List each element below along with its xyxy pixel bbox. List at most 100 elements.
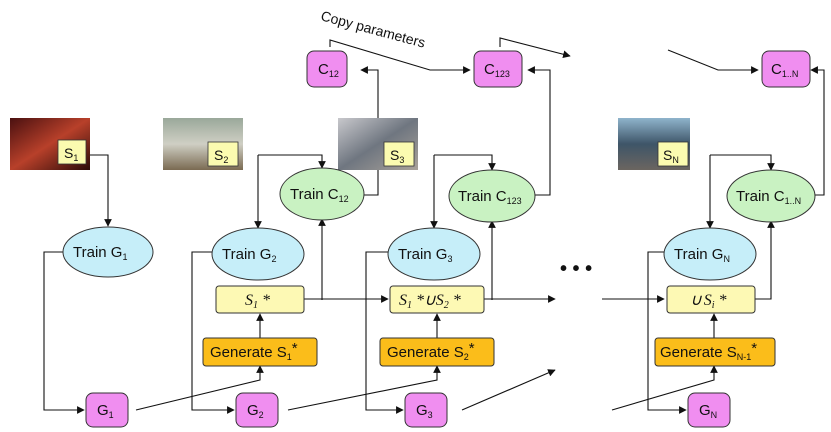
edge-g1-generate1 <box>135 365 264 411</box>
train-g2: Train G2 <box>211 227 305 281</box>
union-n-b-suf: * <box>715 292 727 309</box>
generate-1-sub: 1 <box>287 352 292 362</box>
train-c123-label: Train C <box>458 188 507 205</box>
union-2-op: ∪ <box>424 292 436 309</box>
svg-text:Train C1..N: Train C1..N <box>736 188 801 206</box>
svg-text:Train C12: Train C12 <box>290 186 349 204</box>
copy-parameters-label: Copy parameters <box>319 7 427 50</box>
union-1-a: S <box>245 292 253 309</box>
train-cn: Train C1..N <box>726 169 816 223</box>
svg-text:Train G3: Train G3 <box>398 246 452 264</box>
train-g1-sub: 1 <box>122 252 127 262</box>
train-gn: Train GN <box>663 227 757 281</box>
generate-2-suf: * <box>469 340 475 357</box>
generator-letter-g2: G <box>247 402 259 419</box>
train-gn-sub: N <box>723 254 730 264</box>
svg-text:G1: G1 <box>97 402 114 420</box>
union-1: S1 * <box>215 285 305 314</box>
union-2-a: S <box>399 292 407 309</box>
edge-gn1-generaten1 <box>611 365 718 411</box>
svg-text:GN: GN <box>699 402 717 420</box>
edge-traingn-gn <box>647 251 687 414</box>
train-cn-sub: 1..N <box>785 196 802 206</box>
train-g1-label: Train G <box>73 244 122 261</box>
svg-text:Generate SN-1*: Generate SN-1* <box>660 340 757 362</box>
svg-text:C12: C12 <box>318 61 339 79</box>
scene-sn: SN <box>618 118 690 170</box>
train-c123: Train C123 <box>448 169 536 223</box>
scene-s2: S2 <box>163 118 243 170</box>
generate-2: Generate S2* <box>379 337 495 367</box>
edge-g2-generate2 <box>287 365 441 411</box>
scene-sub-1: 1 <box>73 153 78 163</box>
svg-text:G3: G3 <box>416 402 433 420</box>
generate-2-sub: 2 <box>464 352 469 362</box>
train-g3-label: Train G <box>398 246 447 263</box>
union-2-a-sub: 1 <box>407 300 412 311</box>
edge-traincn-cn <box>810 66 825 196</box>
svg-text:S1 *∪S2 *: S1 *∪S2 * <box>399 292 461 311</box>
svg-text:∪Si *: ∪Si * <box>690 292 727 311</box>
edge-trainc123-c123 <box>527 66 551 196</box>
edge-copy-continue-cn <box>667 49 759 74</box>
generator-sub-g1: 1 <box>109 410 114 420</box>
scene-tag-3 <box>383 141 415 167</box>
generator-sub-gn: N <box>711 410 718 420</box>
scene-sub-n: N <box>672 155 679 165</box>
edge-s3-trainc123 <box>434 154 496 171</box>
generate-1: Generate S1* <box>202 337 318 367</box>
train-gn-label: Train G <box>674 246 723 263</box>
classifier-sub-cn: 1..N <box>782 69 799 79</box>
union-n: ∪Si * <box>666 285 756 314</box>
union-2-b: S <box>436 292 444 309</box>
scene-tag-n <box>657 141 689 167</box>
classifier-sub-c123: 123 <box>495 69 510 79</box>
edge-s2-trainc12 <box>258 154 326 169</box>
scene-letter-2: S <box>214 147 223 163</box>
svg-text:Train G2: Train G2 <box>222 246 276 264</box>
generator-gn: GN <box>687 392 731 428</box>
classifier-cn: C1..N <box>761 50 811 88</box>
generator-g2: G2 <box>235 392 279 428</box>
scene-sub-2: 2 <box>223 155 228 165</box>
train-g3-sub: 3 <box>447 254 452 264</box>
scene-tag-1 <box>57 139 87 165</box>
svg-text:C1..N: C1..N <box>771 61 798 79</box>
generator-g1: G1 <box>85 392 129 428</box>
union-n-b: S <box>704 292 712 309</box>
generate-1-suf: * <box>292 340 298 357</box>
generator-sub-g3: 3 <box>428 410 433 420</box>
classifier-c123: C123 <box>473 50 523 88</box>
union-1-a-suf: * <box>258 292 270 309</box>
classifier-c12: C12 <box>306 50 348 88</box>
svg-text:Generate S2*: Generate S2* <box>387 340 475 362</box>
generator-letter-gn: G <box>699 402 711 419</box>
edge-copy-c123-continue <box>499 37 571 59</box>
generator-letter-g1: G <box>97 402 109 419</box>
train-g2-sub: 2 <box>271 254 276 264</box>
union-n-op: ∪ <box>690 292 702 309</box>
union-2-b-sub: 2 <box>444 300 449 311</box>
train-c12-label: Train C <box>290 186 339 203</box>
scene-sub-3: 3 <box>399 155 404 165</box>
ellipsis-dots: • • • <box>560 258 592 280</box>
scene-s1: S1 <box>10 118 90 170</box>
edge-traing1-g1 <box>43 251 85 414</box>
edge-sn-traincn <box>710 154 775 171</box>
svg-text:G2: G2 <box>247 402 264 420</box>
svg-text:S2: S2 <box>214 147 228 165</box>
union-2-b-suf: * <box>449 292 461 309</box>
generator-sub-g2: 2 <box>259 410 264 420</box>
train-c123-sub: 123 <box>507 196 522 206</box>
svg-text:Generate S1*: Generate S1* <box>210 340 298 362</box>
train-c12: Train C12 <box>279 167 365 221</box>
scene-tag-2 <box>207 141 239 167</box>
train-cn-label: Train C <box>736 188 785 205</box>
svg-text:Train G1: Train G1 <box>73 244 127 262</box>
train-g1: Train G1 <box>62 226 154 278</box>
union-n-b-sub: i <box>712 300 715 311</box>
svg-text:Train C123: Train C123 <box>458 188 522 206</box>
classifier-letter-c12: C <box>318 61 329 78</box>
svg-text:S3: S3 <box>390 147 404 165</box>
